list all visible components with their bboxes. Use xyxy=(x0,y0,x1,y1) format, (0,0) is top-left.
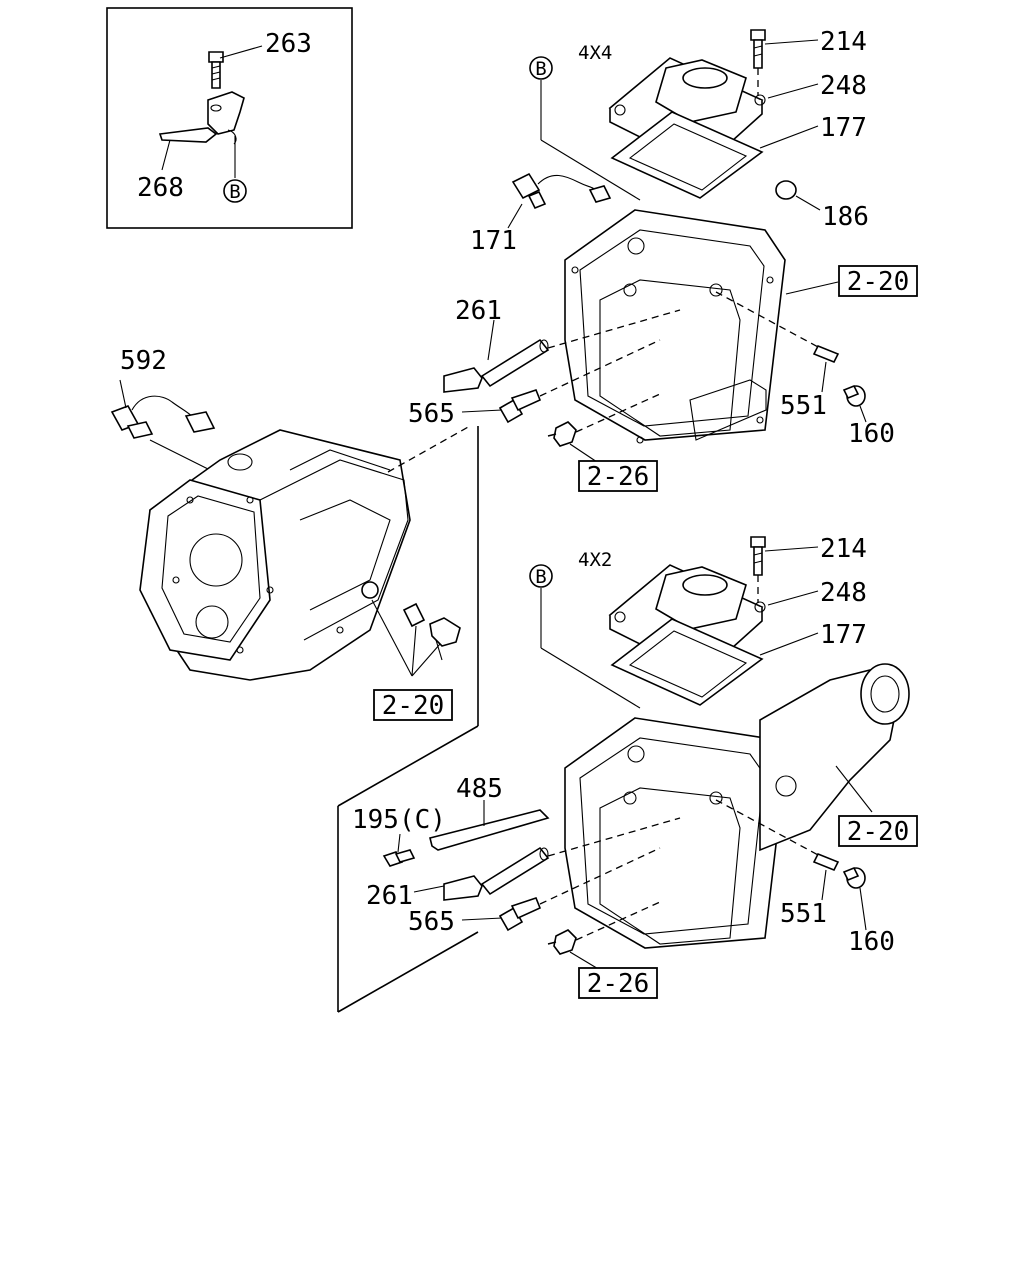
variant-label-4x4: 4X4 xyxy=(578,42,612,64)
label-214-lower: 214 xyxy=(820,534,867,564)
label-171: 171 xyxy=(470,226,517,256)
circled-ref-b xyxy=(223,179,247,203)
bolt-160-lower xyxy=(842,866,866,889)
ref-box-2-26-upper xyxy=(578,460,658,492)
plug-186 xyxy=(775,180,797,200)
bolt-214-upper xyxy=(750,29,766,69)
ref-box-2-20-upper xyxy=(838,265,918,297)
gasket-177-lower xyxy=(610,618,764,706)
shift-fork-detail xyxy=(158,51,245,145)
svg-text:2-20: 2-20 xyxy=(847,267,910,297)
transmission-housing-upper xyxy=(564,209,786,444)
sensor-565-upper xyxy=(498,339,661,424)
transmission-housing-lower xyxy=(564,663,910,949)
label-248-upper: 248 xyxy=(820,71,867,101)
ref-box-2-20-lower xyxy=(838,815,918,847)
vent-upper xyxy=(547,393,661,447)
switch-171 xyxy=(511,172,612,210)
svg-text:B: B xyxy=(229,181,240,203)
svg-text:2-26: 2-26 xyxy=(587,462,650,492)
sensor-565-lower xyxy=(498,847,661,932)
label-186: 186 xyxy=(822,202,869,232)
label-214-upper: 214 xyxy=(820,27,867,57)
shaft-261-lower xyxy=(443,817,681,901)
label-160-upper: 160 xyxy=(848,419,895,449)
label-592: 592 xyxy=(120,346,167,376)
bracket-485 xyxy=(429,809,550,851)
label-160-lower: 160 xyxy=(848,927,895,957)
label-195c: 195(C) xyxy=(352,805,446,835)
vent-lower xyxy=(547,901,661,955)
label-565-upper: 565 xyxy=(408,399,455,429)
circled-ref-b-upper xyxy=(529,56,553,80)
label-485: 485 xyxy=(456,774,503,804)
plug-and-bolt-front xyxy=(361,581,461,661)
front-case: 592 2-20 xyxy=(110,346,471,721)
label-551-lower: 551 xyxy=(780,899,827,929)
bolt-195c xyxy=(382,849,416,867)
label-177-lower: 177 xyxy=(820,620,867,650)
label-263: 263 xyxy=(265,29,312,59)
svg-text:2-20: 2-20 xyxy=(382,691,445,721)
label-261-upper: 261 xyxy=(455,296,502,326)
detail-inset: 263 268 B xyxy=(106,7,353,229)
label-551-upper: 551 xyxy=(780,391,827,421)
variant-label-4x2: 4X2 xyxy=(578,549,612,571)
bolt-160-upper xyxy=(842,384,866,407)
svg-text:2-26: 2-26 xyxy=(587,969,650,999)
label-248-lower: 248 xyxy=(820,578,867,608)
label-261-lower: 261 xyxy=(366,881,413,911)
ref-box-2-26-lower xyxy=(578,967,658,999)
label-565-lower: 565 xyxy=(408,907,455,937)
shaft-261-upper xyxy=(443,309,681,393)
upper-assembly-4x4: 4X4 B 214 248 177 xyxy=(408,27,918,492)
sensor-592 xyxy=(110,395,216,439)
svg-text:2-20: 2-20 xyxy=(847,817,910,847)
label-268: 268 xyxy=(137,173,184,203)
gasket-177-upper xyxy=(610,111,764,199)
svg-text:B: B xyxy=(535,566,546,588)
transmission-front-case xyxy=(139,429,411,681)
svg-text:B: B xyxy=(535,58,546,80)
pin-551-upper xyxy=(812,344,840,364)
lower-assembly-4x2: 4X2 B 214 248 177 xyxy=(352,534,918,999)
pin-551-lower xyxy=(812,852,840,872)
ref-box-2-20-front xyxy=(373,689,453,721)
bolt-214-lower xyxy=(750,536,766,576)
circled-ref-b-lower xyxy=(529,564,553,588)
label-177-upper: 177 xyxy=(820,113,867,143)
